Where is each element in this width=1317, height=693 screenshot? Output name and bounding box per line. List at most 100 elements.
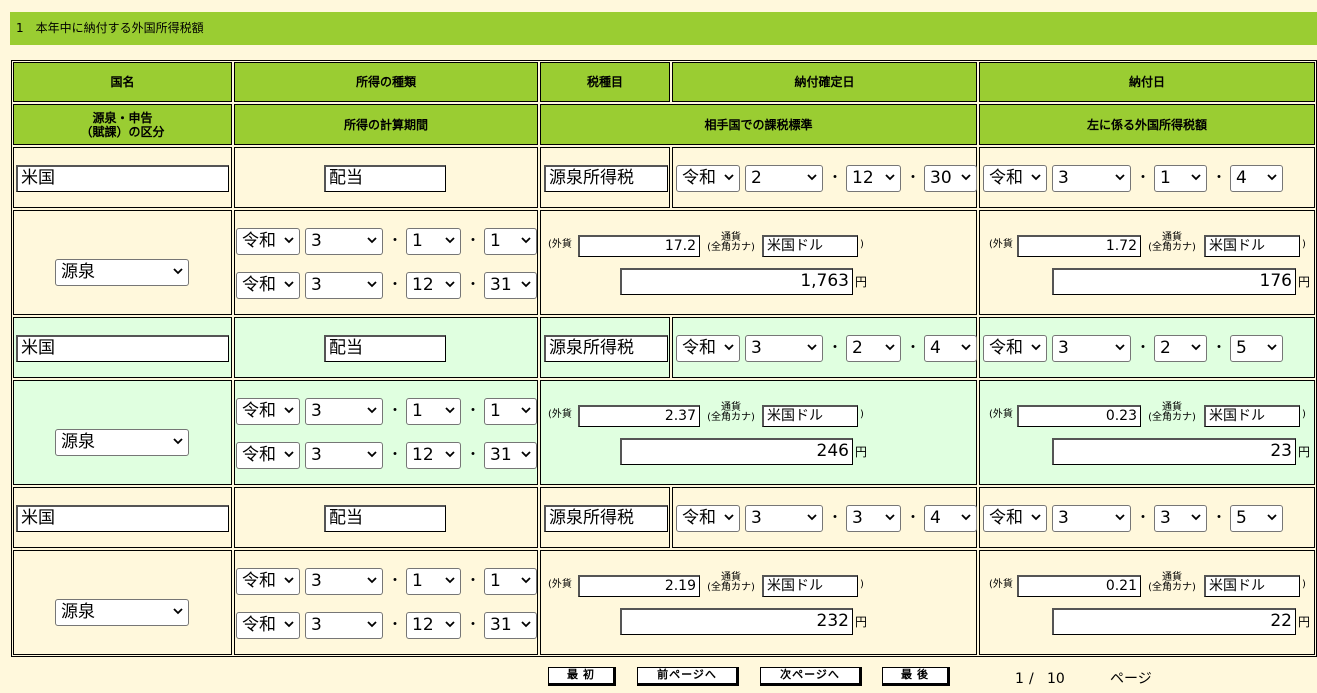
record-2-period-from-year-select[interactable]: 3 — [305, 398, 383, 425]
record-1-fixed-date-year-select-value: 2 — [751, 168, 762, 188]
record-1-fixed-date-era-select[interactable]: 令和 — [676, 165, 740, 192]
record-3-period-to-month-select[interactable]: 12 — [406, 612, 461, 639]
record-3-period-to-year-select-value: 3 — [311, 615, 322, 635]
record-2-pay-date-year-select[interactable]: 3 — [1052, 335, 1131, 362]
record-3-pay-date-dot-2: ・ — [1212, 510, 1226, 526]
prev-page-button[interactable]: 前ページへ — [637, 667, 739, 686]
record-1-period-from-era-select[interactable]: 令和 — [236, 228, 300, 255]
record-1-pay-date-month-select[interactable]: 1 — [1154, 165, 1207, 192]
record-1-base-currency-input[interactable]: 米国ドル — [762, 235, 858, 257]
record-3-tax-foreign-input[interactable]: 0.21 — [1017, 575, 1141, 597]
record-3-tax-yen-input[interactable]: 22 — [1052, 608, 1296, 635]
record-2-period-to-month-select[interactable]: 12 — [406, 442, 461, 469]
record-1-period-from-month-select-value: 1 — [412, 231, 423, 251]
record-1-pay-date-month-select-value: 1 — [1160, 168, 1171, 188]
first-page-button[interactable]: 最 初 — [548, 667, 616, 686]
record-3-class-select[interactable]: 源泉 — [55, 599, 189, 626]
record-2-pay-date-month-select[interactable]: 2 — [1154, 335, 1207, 362]
record-1-fixed-date-year-select[interactable]: 2 — [745, 165, 823, 192]
record-2-base-yen-input[interactable]: 246 — [620, 438, 853, 465]
record-3-period-to-year-select[interactable]: 3 — [305, 612, 383, 639]
record-1-base-foreign-label: (外貨 — [548, 239, 572, 250]
record-3-base-yen-label: 円 — [855, 615, 868, 629]
record-3-pay-date-era-select[interactable]: 令和 — [983, 505, 1047, 532]
record-3-pay-date-month-select[interactable]: 3 — [1154, 505, 1207, 532]
record-1-period-to-year-select[interactable]: 3 — [305, 272, 383, 299]
record-1-pay-date-year-select[interactable]: 3 — [1052, 165, 1131, 192]
record-3-period-from-month-select[interactable]: 1 — [406, 568, 461, 595]
record-1-base-foreign-input[interactable]: 17.2 — [578, 235, 700, 257]
record-1-tax-yen-input[interactable]: 176 — [1052, 268, 1296, 295]
record-2-tax-currency-input[interactable]: 米国ドル — [1204, 405, 1300, 427]
record-3-fixed-date-year-select[interactable]: 3 — [745, 505, 823, 532]
record-2-fixed-date-day-select[interactable]: 4 — [924, 335, 977, 362]
record-1-class-select[interactable]: 源泉 — [55, 259, 189, 286]
chevron-down-icon — [284, 577, 294, 584]
record-1-period-from-day-select[interactable]: 1 — [484, 228, 537, 255]
chevron-down-icon — [445, 407, 455, 414]
record-1-period-to-day-select[interactable]: 31 — [484, 272, 537, 299]
record-2-period-to-year-select[interactable]: 3 — [305, 442, 383, 469]
header-calc-period: 所得の計算期間 — [234, 104, 538, 145]
record-2-period-to-day-select[interactable]: 31 — [484, 442, 537, 469]
record-3-income-input[interactable]: 配当 — [324, 505, 446, 532]
record-2-period-from-month-select[interactable]: 1 — [406, 398, 461, 425]
record-1-country-input[interactable]: 米国 — [16, 165, 229, 192]
record-1-tax-foreign-input[interactable]: 1.72 — [1017, 235, 1141, 257]
record-2-income-input[interactable]: 配当 — [324, 335, 446, 362]
chevron-down-icon — [1115, 174, 1125, 181]
record-1-base-yen-input[interactable]: 1,763 — [620, 268, 853, 295]
next-page-button[interactable]: 次ページへ — [760, 667, 862, 686]
record-3-period-to-day-select[interactable]: 31 — [484, 612, 537, 639]
record-1-fixed-date-month-select[interactable]: 12 — [846, 165, 901, 192]
record-3-tax-currency-input[interactable]: 米国ドル — [1204, 575, 1300, 597]
record-2-period-from-day-select[interactable]: 1 — [484, 398, 537, 425]
record-3-period-from-year-select[interactable]: 3 — [305, 568, 383, 595]
record-2-tax-foreign-input[interactable]: 0.23 — [1017, 405, 1141, 427]
record-2-class-select[interactable]: 源泉 — [55, 429, 189, 456]
record-2-fixed-date-year-select[interactable]: 3 — [745, 335, 823, 362]
record-2-country-input[interactable]: 米国 — [16, 335, 229, 362]
record-3-pay-date-year-select[interactable]: 3 — [1052, 505, 1131, 532]
record-2-base-currency-input[interactable]: 米国ドル — [762, 405, 858, 427]
record-3-base-yen-input[interactable]: 232 — [620, 608, 853, 635]
record-2-period-to-era-select[interactable]: 令和 — [236, 442, 300, 469]
record-3-period-from-era-select[interactable]: 令和 — [236, 568, 300, 595]
record-1-period-to-month-select[interactable]: 12 — [406, 272, 461, 299]
record-3-period-to-dot-1: ・ — [388, 617, 402, 633]
record-1-tax-currency-input[interactable]: 米国ドル — [1204, 235, 1300, 257]
header-tax-base: 相手国での課税標準 — [540, 104, 977, 145]
record-3-period-to-era-select[interactable]: 令和 — [236, 612, 300, 639]
record-3-pay-date-day-select[interactable]: 5 — [1230, 505, 1283, 532]
record-3-base-foreign-input[interactable]: 2.19 — [578, 575, 700, 597]
record-2-base-foreign-input[interactable]: 2.37 — [578, 405, 700, 427]
record-1-period-from-year-select[interactable]: 3 — [305, 228, 383, 255]
record-1-fixed-date-day-select[interactable]: 30 — [924, 165, 977, 192]
record-2-class-select-value: 源泉 — [61, 432, 95, 452]
record-2-tax-item-input[interactable]: 源泉所得税 — [544, 335, 668, 362]
record-3-fixed-date-era-select[interactable]: 令和 — [676, 505, 740, 532]
record-1-period-from-month-select[interactable]: 1 — [406, 228, 461, 255]
record-2-pay-date-day-select[interactable]: 5 — [1230, 335, 1283, 362]
record-1-pay-date-era-select[interactable]: 令和 — [983, 165, 1047, 192]
record-3-fixed-date-day-select[interactable]: 4 — [924, 505, 977, 532]
last-page-button[interactable]: 最 後 — [882, 667, 950, 686]
currency-label-2: (全角カナ) — [707, 412, 755, 423]
record-1-period-to-era-select[interactable]: 令和 — [236, 272, 300, 299]
record-3-base-currency-input[interactable]: 米国ドル — [762, 575, 858, 597]
record-1-income-input[interactable]: 配当 — [324, 165, 446, 192]
record-2-pay-date-era-select[interactable]: 令和 — [983, 335, 1047, 362]
record-1-pay-date-day-select[interactable]: 4 — [1230, 165, 1283, 192]
chevron-down-icon — [885, 344, 895, 351]
record-3-fixed-date-month-select-value: 3 — [852, 508, 863, 528]
record-2-fixed-date-month-select[interactable]: 2 — [846, 335, 901, 362]
record-3-period-from-day-select[interactable]: 1 — [484, 568, 537, 595]
record-3-tax-item-input[interactable]: 源泉所得税 — [544, 505, 668, 532]
record-2-tax-yen-input[interactable]: 23 — [1052, 438, 1296, 465]
record-2-period-from-era-select[interactable]: 令和 — [236, 398, 300, 425]
record-2-fixed-date-era-select[interactable]: 令和 — [676, 335, 740, 362]
record-1-tax-item-input[interactable]: 源泉所得税 — [544, 165, 668, 192]
record-3-tax-foreign-close: ) — [1302, 579, 1306, 590]
record-3-country-input[interactable]: 米国 — [16, 505, 229, 532]
record-3-fixed-date-month-select[interactable]: 3 — [846, 505, 901, 532]
